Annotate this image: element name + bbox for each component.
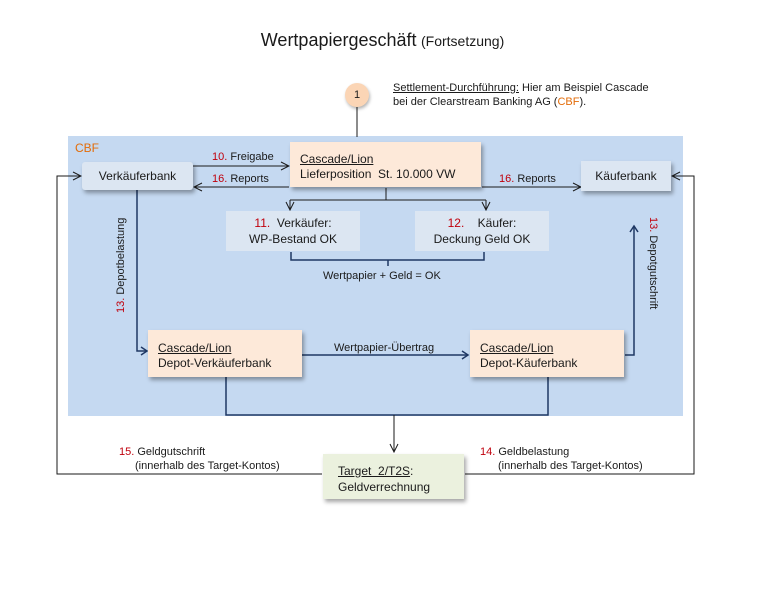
label-geldbelastung: 14. Geldbelastung (innerhalb des Target-…: [480, 445, 643, 473]
node-check-buyer[interactable]: 12. Käufer: Deckung Geld OK: [415, 211, 549, 251]
check-seller-num: 11.: [254, 216, 271, 230]
label-depotbelastung: 13. Depotbelastung: [115, 218, 127, 313]
reports-left-num: 16.: [212, 173, 228, 185]
note-line2-post: ).: [579, 96, 587, 108]
note-cbf-abbr: CBF: [557, 96, 580, 108]
line-depotgutschrift: [625, 226, 635, 356]
cbf-label: CBF: [75, 141, 99, 155]
node-kaeuferbank[interactable]: Käuferbank: [581, 161, 671, 191]
line-depotbelastung: [136, 188, 147, 352]
settlement-note: Settlement-Durchführung: Hier am Beispie…: [393, 81, 649, 109]
page-title: Wertpapiergeschäft (Fortsetzung): [0, 30, 765, 51]
note-line1: Hier am Beispiel Cascade: [518, 82, 649, 94]
check-buyer-title: Käufer:: [477, 216, 517, 230]
node-check-seller[interactable]: 11. Verkäufer: WP-Bestand OK: [226, 211, 360, 251]
depotbelastung-text: Depotbelastung: [115, 217, 127, 298]
node-depot-verkaeuferbank[interactable]: Cascade/Lion Depot-Verkäuferbank: [148, 330, 302, 377]
depotbelastung-num: 13.: [115, 297, 127, 313]
check-seller-text: WP-Bestand OK: [248, 232, 338, 246]
node-verkaeuferbank[interactable]: Verkäuferbank: [82, 162, 193, 190]
step-1-marker: 1: [345, 83, 369, 107]
geldbelastung-sub: (innerhalb des Target-Kontos): [498, 460, 643, 472]
depotgutschrift-num: 13.: [647, 217, 659, 233]
depot-buyer-text: Depot-Käuferbank: [480, 356, 578, 370]
target-text: Geldverrechnung: [338, 480, 431, 494]
target-title: Target 2/T2S: [338, 464, 411, 478]
node-depot-kaeuferbank[interactable]: Cascade/Lion Depot-Käuferbank: [470, 330, 624, 377]
geldgutschrift-sub: (innerhalb des Target-Kontos): [135, 460, 280, 472]
reports-left-text: Reports: [227, 173, 269, 185]
label-depotgutschrift: 13. Depotgutschrift: [647, 217, 659, 309]
label-geldgutschrift: 15. Geldgutschrift (innerhalb des Target…: [119, 445, 280, 473]
label-reports-left: 16. Reports: [212, 172, 269, 186]
title-main: Wertpapiergeschäft: [260, 30, 417, 50]
cascade-top-title: Cascade/Lion: [300, 152, 374, 166]
cascade-top-text: Lieferposition St. 10.000 VW: [300, 167, 456, 181]
depot-buyer-title: Cascade/Lion: [480, 341, 554, 355]
depot-seller-title: Cascade/Lion: [158, 341, 232, 355]
line-geldgutschrift: [56, 176, 322, 475]
depot-seller-text: Depot-Verkäuferbank: [158, 356, 272, 370]
check-buyer-num: 12.: [447, 216, 465, 230]
geldgutschrift-text: Geldgutschrift: [134, 446, 206, 458]
node-target-t2s[interactable]: Target 2/T2S: Geldverrechnung: [323, 454, 464, 499]
freigabe-num: 10.: [212, 151, 228, 163]
geldbelastung-text: Geldbelastung: [495, 446, 570, 458]
title-sub: (Fortsetzung): [420, 33, 505, 49]
label-freigabe: 10. Freigabe: [212, 150, 274, 164]
label-reports-right: 16. Reports: [499, 172, 556, 186]
depotgutschrift-text: Depotgutschrift: [647, 232, 659, 310]
check-seller-title: Verkäufer:: [276, 216, 332, 230]
freigabe-text: Freigabe: [227, 151, 274, 163]
line-depotbelastung-tip: [140, 346, 149, 356]
line-geldbelastung: [465, 176, 695, 475]
target-colon: :: [410, 464, 414, 478]
geldbelastung-num: 14.: [480, 446, 496, 458]
reports-right-num: 16.: [499, 173, 515, 185]
combine-brace: [290, 252, 485, 266]
note-heading: Settlement-Durchführung:: [393, 82, 519, 94]
note-line2-pre: bei der Clearstream Banking AG (: [393, 96, 558, 108]
label-uebertrag: Wertpapier-Übertrag: [334, 342, 435, 354]
geldgutschrift-num: 15.: [119, 446, 135, 458]
check-buyer-text: Deckung Geld OK: [433, 232, 531, 246]
reports-right-text: Reports: [514, 173, 556, 185]
node-cascade-lieferposition[interactable]: Cascade/Lion Lieferposition St. 10.000 V…: [290, 142, 481, 187]
line-depots-to-target: [225, 377, 549, 416]
label-combine: Wertpapier + Geld = OK: [323, 270, 441, 282]
